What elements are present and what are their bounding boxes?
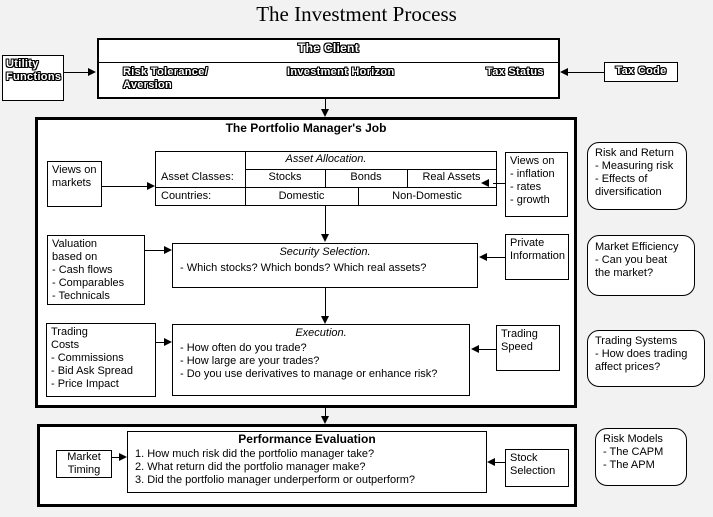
- asset-allocation-table: [155, 151, 497, 206]
- utility-functions-box: [2, 55, 64, 101]
- security-selection-box: [172, 243, 478, 288]
- asset-table-line-v3: [407, 169, 408, 187]
- annotation-risk-and-return: Risk and Return - Measuring risk - Effec…: [587, 142, 687, 210]
- arrow-pm-to-performance-line: [325, 408, 326, 417]
- client-box: [97, 38, 560, 99]
- arrow-valuation-to-security-head: [164, 246, 172, 254]
- asset-class-stocks: Stocks: [268, 171, 302, 183]
- arrow-private-to-security-line: [487, 257, 505, 258]
- stock-selection-box: Stock Selection: [505, 449, 569, 487]
- performance-question-3: 3. Did the portfolio manager underperfor…: [135, 474, 416, 486]
- trading-speed-box: Trading Speed: [496, 325, 560, 371]
- asset-table-line-v1: [245, 152, 246, 205]
- country-non-domestic: Non-Domestic: [392, 190, 462, 202]
- asset-table-line-v2: [325, 169, 326, 187]
- asset-class-bonds: Bonds: [350, 171, 382, 183]
- asset-table-line-h2: [156, 187, 496, 188]
- arrow-utility-to-client-line: [64, 72, 90, 73]
- arrow-utility-to-client-head: [88, 68, 96, 76]
- arrow-client-to-pm-line: [325, 99, 326, 110]
- annotation-market-efficiency: Market Efficiency - Can you beat the mar…: [587, 235, 695, 296]
- arrow-economy-to-table-line: [493, 183, 505, 184]
- asset-table-line-v4: [358, 187, 359, 205]
- arrow-security-to-execution-head: [321, 316, 329, 324]
- performance-evaluation-title: Performance Evaluation: [238, 432, 376, 446]
- annotation-trading-systems: Trading Systems - How does trading affec…: [587, 330, 705, 387]
- country-domestic: Domestic: [278, 190, 325, 202]
- tax-code-label: Tax Code: [615, 65, 667, 77]
- views-on-markets-box: Views on markets: [47, 161, 102, 207]
- client-investment-horizon-label: Investment Horizon: [287, 66, 395, 78]
- arrow-costs-to-execution-line: [156, 342, 165, 343]
- arrow-costs-to-execution-head: [164, 338, 172, 346]
- asset-table-line-h1: [245, 169, 496, 170]
- execution-question-3: - Do you use derivatives to manage or en…: [180, 368, 438, 380]
- client-tax-status-label: Tax Status: [486, 66, 544, 78]
- market-timing-box: Market Timing: [56, 450, 112, 478]
- private-information-box: Private Information: [505, 234, 569, 280]
- portfolio-manager-title: The Portfolio Manager's Job: [225, 121, 387, 135]
- tax-code-box: [604, 62, 678, 82]
- arrow-stock-to-performance-head: [487, 458, 495, 466]
- performance-inner-box: [127, 431, 487, 493]
- arrow-speed-to-execution-head: [471, 345, 479, 353]
- performance-question-1: 1. How much risk did the portfolio manag…: [135, 448, 375, 460]
- arrow-economy-to-table-head: [481, 179, 489, 187]
- client-risk-tolerance-label: Risk Tolerance/ Aversion: [123, 66, 208, 91]
- arrow-views-to-table-line: [102, 186, 147, 187]
- annotation-risk-models: Risk Models - The CAPM - The APM: [595, 428, 687, 486]
- arrow-timing-to-performance-line: [112, 457, 120, 458]
- asset-allocation-header: Asset Allocation.: [285, 153, 367, 165]
- execution-question-1: - How often do you trade?: [180, 342, 307, 354]
- arrow-stock-to-performance-line: [493, 462, 505, 463]
- arrow-private-to-security-head: [479, 253, 487, 261]
- execution-box: [172, 324, 470, 396]
- arrow-client-to-pm-head: [321, 109, 329, 117]
- trading-costs-box: Trading Costs - Commissions - Bid Ask Sp…: [46, 323, 156, 397]
- utility-functions-label: Utility Functions: [6, 58, 62, 83]
- arrow-pm-to-performance-head: [321, 416, 329, 424]
- page-title: The Investment Process: [256, 2, 457, 26]
- views-on-economy-box: Views on - inflation - rates - growth: [505, 152, 568, 217]
- security-selection-question: - Which stocks? Which bonds? Which real …: [180, 262, 427, 274]
- arrow-security-to-execution-line: [325, 288, 326, 316]
- valuation-box: Valuation based on - Cash flows - Compar…: [47, 235, 145, 305]
- execution-question-2: - How large are your trades?: [180, 355, 320, 367]
- client-title: The Client: [297, 41, 359, 55]
- execution-header: Execution.: [295, 327, 347, 339]
- arrow-timing-to-performance-head: [119, 453, 127, 461]
- arrow-taxcode-to-client-head: [560, 68, 568, 76]
- countries-label: Countries:: [161, 190, 212, 202]
- arrow-valuation-to-security-line: [145, 250, 165, 251]
- client-divider: [99, 62, 558, 63]
- arrow-table-to-security-line: [325, 206, 326, 234]
- security-selection-header: Security Selection.: [279, 246, 371, 258]
- arrow-views-to-table-head: [147, 182, 155, 190]
- arrow-speed-to-execution-line: [479, 349, 496, 350]
- arrow-taxcode-to-client-line: [568, 72, 604, 73]
- asset-classes-label: Asset Classes:: [161, 171, 234, 183]
- asset-class-real-assets: Real Assets: [422, 171, 481, 183]
- performance-question-2: 2. What return did the portfolio manager…: [135, 461, 366, 473]
- arrow-table-to-security-head: [321, 234, 329, 242]
